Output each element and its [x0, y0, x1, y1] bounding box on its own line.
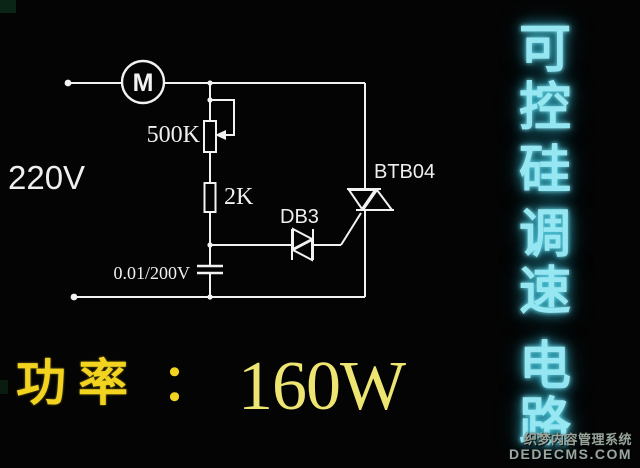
watermark: 织梦内容管理系统 DEDECMS.COM	[509, 433, 632, 462]
potentiometer-label: 500K	[147, 122, 201, 148]
watermark-line2: DEDECMS.COM	[508, 446, 632, 462]
diac-symbol	[290, 227, 315, 262]
power-label: 功率	[16, 355, 140, 411]
jpeg-artifact-patch	[0, 0, 16, 13]
junction-dots	[64, 79, 213, 301]
side-title-char: 速	[518, 263, 571, 321]
side-title-char: 硅	[518, 142, 571, 200]
resistor-label: 2K	[224, 184, 254, 210]
circuit-wires	[68, 82, 366, 298]
motor-label: M	[133, 69, 154, 97]
potentiometer-symbol	[203, 99, 235, 153]
jpeg-artifact-patch	[0, 380, 8, 394]
triac-label: BTB04	[374, 161, 435, 183]
diac-label: DB3	[280, 206, 319, 228]
side-title-char: 路	[518, 394, 571, 452]
capacitor-symbol	[197, 264, 223, 275]
side-title-char: 调	[518, 206, 571, 264]
power-colon: ：	[162, 355, 212, 411]
motor-symbol: M	[120, 59, 166, 105]
side-title-char: 控	[518, 79, 571, 137]
voltage-label: 220V	[8, 159, 85, 196]
capacitor-label: 0.01/200V	[114, 263, 191, 283]
triac-symbol	[347, 188, 394, 211]
side-title-char: 电	[518, 338, 571, 396]
power-value: 160W	[238, 348, 406, 425]
wiper-arrowhead	[215, 130, 226, 140]
watermark-line1: 织梦内容管理系统	[523, 432, 632, 447]
side-title-char: 可	[518, 21, 571, 79]
resistor-symbol	[203, 182, 217, 213]
